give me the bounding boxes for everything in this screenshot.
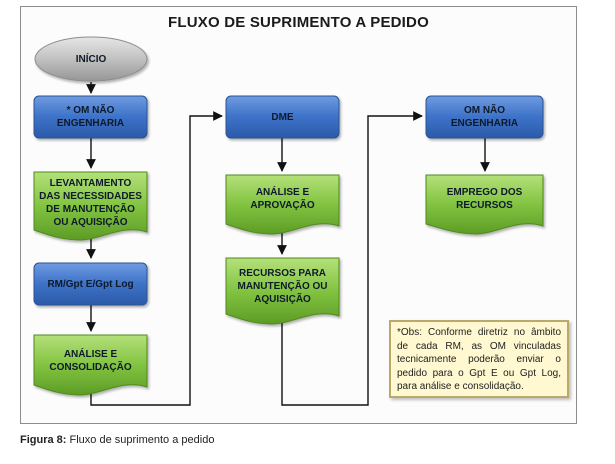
analise-consolidacao-label: ANÁLISE E CONSOLIDAÇÃO [49, 349, 132, 373]
observation-note: *Obs: Conforme diretriz no âmbito de cad… [389, 320, 569, 398]
levantamento-label: LEVANTAMENTO DAS NECESSIDADES DE MANUTEN… [39, 178, 142, 228]
analise-aprovacao-document [225, 174, 340, 235]
om-nao-engenharia-2-label: OM NÃO ENGENHARIA [450, 105, 519, 129]
figure-caption: Figura 8: Fluxo de suprimento a pedido [20, 434, 214, 446]
inicio-label: INÍCIO [75, 53, 107, 65]
om-nao-engenharia-box [33, 95, 148, 139]
analise-aprovacao-label: ANÁLISE E APROVAÇÃO [250, 187, 315, 211]
rm-gpt-label: RM/Gpt E/Gpt Log [47, 278, 134, 290]
recursos-document [225, 257, 340, 325]
connectors [86, 82, 490, 406]
arrow-recursos-to-om [281, 111, 423, 406]
om-nao-engenharia-2-box [425, 95, 544, 139]
caption-text: Fluxo de suprimento a pedido [69, 434, 215, 446]
start-terminator-shape [34, 36, 148, 82]
caption-label: Figura 8: [20, 434, 67, 446]
arrow-analise-to-dme [90, 111, 223, 406]
dme-label: DME [271, 111, 294, 123]
emprego-label: EMPREGO DOS RECURSOS [446, 187, 523, 211]
emprego-document [425, 174, 544, 235]
levantamento-document [33, 171, 148, 241]
rm-gpt-box [33, 262, 148, 306]
recursos-label: RECURSOS PARA MANUTENÇÃO OU AQUISIÇÃO [237, 267, 328, 305]
om-nao-engenharia-label: * OM NÃO ENGENHARIA [56, 105, 125, 129]
dme-box [225, 95, 340, 139]
analise-consolidacao-document [33, 334, 148, 396]
diagram-title: FLUXO DE SUPRIMENTO A PEDIDO [168, 14, 429, 31]
